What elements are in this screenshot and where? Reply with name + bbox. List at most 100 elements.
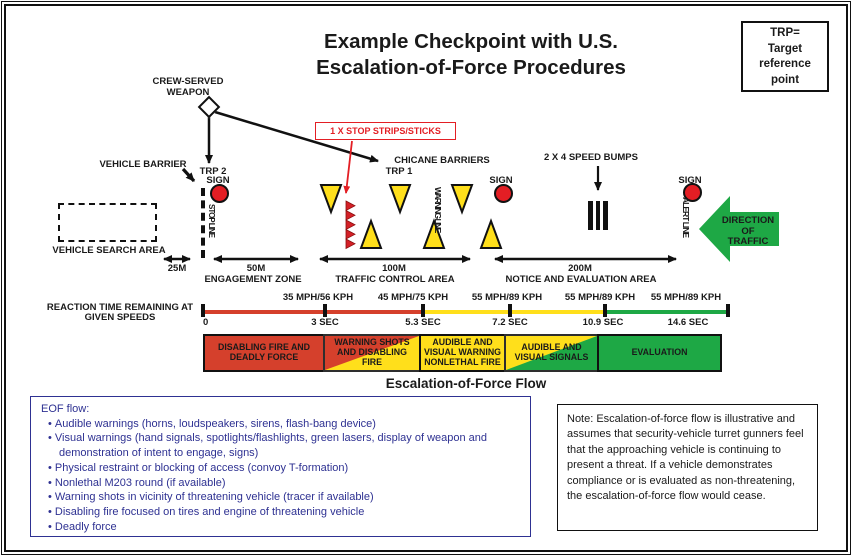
flow-segment-audible-visual-signals: AUDIBLE AND VISUAL SIGNALS [504,334,599,372]
timeline-tick-0 [201,304,205,317]
flow-segment-warning-shots: WARNING SHOTS AND DISABLING FIRE [323,334,421,372]
timeline-green-segment [605,310,728,314]
stop-strip-2 [345,209,356,221]
stop-strip-5 [345,238,356,250]
sign-label-alert: SIGN [678,175,702,186]
reaction-time-label-line2: GIVEN SPEEDS [84,312,156,323]
eof-bullet-nonlethal-m203: Nonlethal M203 round (if available) [41,476,522,491]
time-label-0: 0 [203,317,209,328]
dot-line3: TRAFFIC [727,236,769,247]
eof-bullet-disabling-fire: Disabling fire focused on tires and engi… [41,505,522,520]
zone-100m-distance: 100M [382,263,406,274]
stop-strip-3 [345,219,356,231]
trp-line: Target [767,42,803,55]
crew-served-weapon-symbol [197,95,221,119]
vehicle-search-area-box [58,203,157,242]
vehicle-barrier-label: VEHICLE BARRIER [99,159,187,170]
eof-bullet-audible-warnings: Audible warnings (horns, loudspeakers, s… [41,417,522,432]
reaction-time-label-line1: REACTION TIME REMAINING AT [46,302,194,313]
trp1-label: TRP 1 [385,166,413,177]
seg-line: FIRE [361,356,383,367]
speed-bumps-symbol [588,201,608,230]
crew-served-weapon-line2: WEAPON [166,86,210,98]
timeline-tick-3s [323,304,327,317]
speed-label-1: 35 MPH/56 KPH [282,292,354,303]
timeline-red-segment [203,310,423,314]
chicane-barrier-top-2 [388,184,412,215]
stop-strip-4 [345,228,356,240]
zone-25m-distance: 25M [167,263,187,274]
seg-line: DEADLY FORCE [229,352,299,362]
eof-bullet-visual-warnings: Visual warnings (hand signals, spotlight… [41,431,522,460]
page-title: Example Checkpoint with U.S. Escalation-… [316,29,626,81]
time-label-10-9s: 10.9 SEC [582,317,624,328]
crew-served-weapon-line1: CREW-SERVED [152,76,224,87]
chicane-barrier-top-3 [450,184,474,215]
alert-line-label: ALERT LINE [681,197,691,238]
timeline-yellow-segment [423,310,605,314]
eof-flow-bar: DISABLING FIRE AND DEADLY FORCE WARNING … [203,334,722,372]
stop-strips-callout: 1 X STOP STRIPS/STICKS [315,122,456,140]
eof-bullet-physical-restraint: Physical restraint or blocking of access… [41,461,522,476]
timeline-tick-7-2s [508,304,512,317]
sign-label-stop: SIGN [206,175,230,186]
dot-line1: DIRECTION [721,215,775,226]
speed-label-5: 55 MPH/89 KPH [650,292,722,303]
speed-label-2: 45 MPH/75 KPH [377,292,449,303]
eof-flow-box: EOF flow: Audible warnings (horns, louds… [30,396,531,537]
sign-symbol-stop [210,184,229,203]
time-label-7-2s: 7.2 SEC [492,317,528,328]
crew-served-weapon-label: CREW-SERVED WEAPON [152,76,224,98]
direction-of-traffic-label: DIRECTION OF TRAFFIC [714,215,782,248]
stop-strips-arrow [343,140,353,194]
speed-bumps-label: 2 X 4 SPEED BUMPS [544,152,638,163]
seg-line: VISUAL SIGNALS [514,352,589,362]
zone-200m-name: NOTICE AND EVALUATION AREA [505,274,657,285]
stop-line-barrier [201,188,205,258]
speed-label-4: 55 MPH/89 KPH [564,292,636,303]
eof-flow-heading: EOF flow: [41,403,90,415]
flow-segment-evaluation: EVALUATION [597,334,722,372]
chicane-barrier-bottom-1 [359,218,383,249]
seg-line: AUDIBLE AND [521,342,582,353]
timeline-tick-10-9s [603,304,607,317]
zone-100m-name: TRAFFIC CONTROL AREA [335,274,455,285]
vehicle-search-area-label: VEHICLE SEARCH AREA [52,245,166,256]
dot-line2: OF [741,225,755,237]
trp-line: reference [759,58,811,70]
zone-50m-name: ENGAGEMENT ZONE [204,274,302,285]
seg-line: EVALUATION [631,347,688,358]
sign-symbol-warning [494,184,513,203]
chicane-barrier-top-1 [319,184,343,215]
note-box: Note: Escalation-of-force flow is illust… [557,404,818,531]
seg-line: DISABLING FIRE AND [217,342,311,353]
title-line-1: Example Checkpoint with U.S. [324,30,618,53]
eof-bullet-deadly-force: Deadly force [41,520,522,535]
flow-bar-title: Escalation-of-Force Flow [385,376,547,391]
trp-line: TRP= [770,27,800,39]
time-label-14-6s: 14.6 SEC [667,317,709,328]
chicane-barrier-bottom-3 [479,218,503,249]
seg-line: VISUAL WARNING [423,347,502,358]
zone-50m-distance: 50M [246,263,266,274]
timeline-tick-14-6s [726,304,730,317]
seg-line: WARNING SHOTS [334,337,410,348]
seg-line: NONLETHAL FIRE [424,356,501,367]
eof-bullet-warning-shots: Warning shots in vicinity of threatening… [41,490,522,505]
seg-line: AUDIBLE AND [432,337,493,348]
warning-line-label: WARNING LINE [433,187,443,232]
time-label-3s: 3 SEC [311,317,339,328]
stop-strip-1 [345,200,356,212]
flow-segment-disabling-fire: DISABLING FIRE AND DEADLY FORCE [203,334,325,372]
timeline-tick-5-3s [421,304,425,317]
time-label-5-3s: 5.3 SEC [405,317,441,328]
trp2-label: TRP 2 [199,166,227,177]
trp-line: point [770,73,800,86]
speed-label-3: 55 MPH/89 KPH [471,292,543,303]
trp-legend-box: TRP= Target reference point [741,21,829,92]
seg-line: AND DISABLING [337,347,407,358]
title-line-2: Escalation-of-Force Procedures [316,56,626,79]
stop-line-label: STOP LINE [207,204,216,237]
flow-segment-nonlethal-fire: AUDIBLE AND VISUAL WARNING NONLETHAL FIR… [419,334,506,372]
